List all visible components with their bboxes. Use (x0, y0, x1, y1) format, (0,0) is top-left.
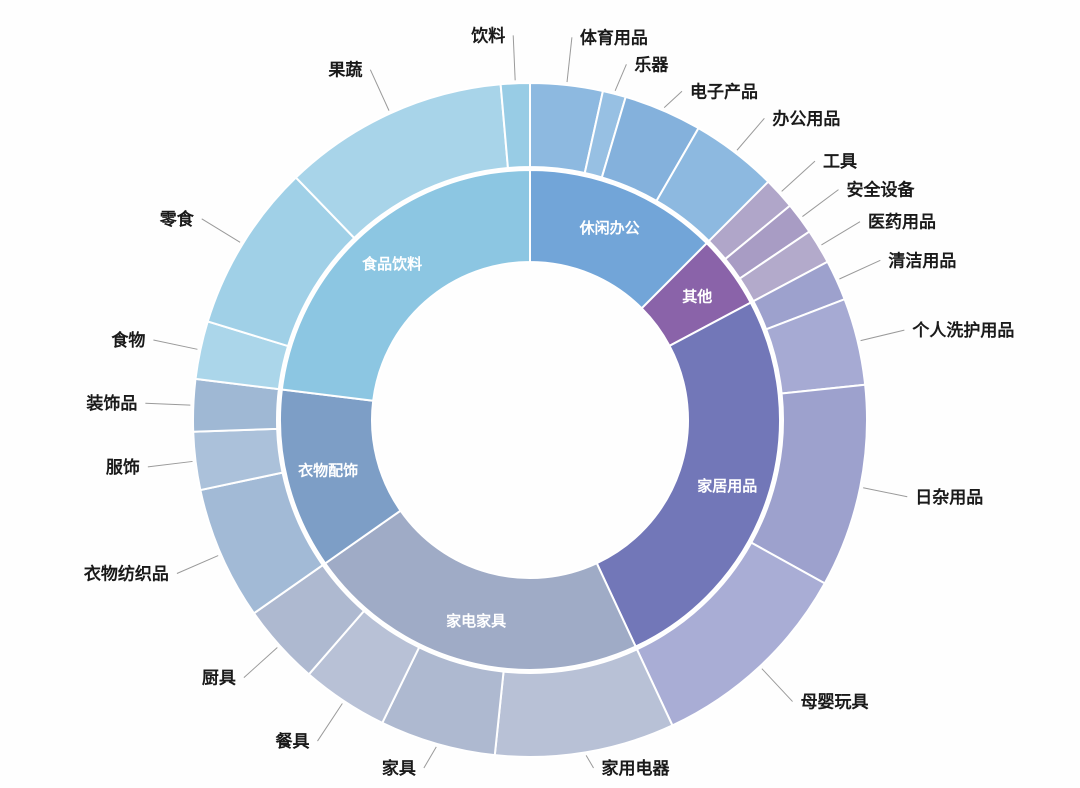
outer-label-服饰: 服饰 (106, 457, 140, 477)
outer-segment-饮料 (499, 81, 531, 170)
leader-line-餐具 (317, 703, 343, 742)
leader-line-装饰品 (145, 402, 191, 406)
outer-label-零食: 零食 (159, 209, 195, 229)
outer-label-食物: 食物 (111, 330, 145, 350)
leader-line-食物 (153, 339, 198, 350)
outer-label-饮料: 饮料 (470, 25, 505, 45)
inner-label-衣物配饰: 衣物配饰 (298, 461, 358, 479)
leader-line-家用电器 (585, 755, 594, 769)
leader-line-工具 (781, 160, 816, 192)
inner-segment-家居用品 (595, 301, 781, 648)
leader-line-家具 (423, 746, 437, 769)
leader-line-办公用品 (736, 117, 765, 151)
inner-label-家居用品: 家居用品 (697, 477, 757, 495)
inner-segment-家电家具 (323, 509, 637, 671)
leader-line-果蔬 (369, 69, 390, 111)
leader-lines (145, 35, 908, 769)
outer-label-衣物纺织品: 衣物纺织品 (84, 564, 169, 584)
leader-line-清洁用品 (839, 259, 881, 280)
outer-label-电子产品: 电子产品 (690, 81, 758, 101)
outer-label-医药用品: 医药用品 (868, 212, 936, 232)
inner-label-休闲办公: 休闲办公 (579, 219, 640, 237)
outer-label-餐具: 餐具 (276, 731, 310, 751)
outer-label-果蔬: 果蔬 (328, 61, 362, 80)
leader-line-乐器 (614, 64, 627, 92)
leader-line-饮料 (512, 35, 516, 81)
leader-line-衣物纺织品 (176, 555, 219, 574)
leader-line-电子产品 (663, 90, 683, 108)
leader-line-医药用品 (821, 221, 861, 246)
chart-segments (192, 81, 868, 758)
leader-line-个人洗护用品 (860, 329, 905, 342)
leader-line-体育用品 (566, 37, 573, 83)
outer-label-厨具: 厨具 (202, 669, 236, 688)
leader-line-厨具 (243, 647, 278, 678)
inner-label-其他: 其他 (682, 287, 712, 305)
inner-label-家电家具: 家电家具 (446, 612, 506, 630)
outer-label-家用电器: 家用电器 (602, 758, 671, 778)
outer-label-个人洗护用品: 个人洗护用品 (911, 320, 1014, 340)
outer-label-乐器: 乐器 (634, 55, 669, 74)
leader-line-服饰 (147, 460, 193, 468)
leader-line-零食 (201, 218, 241, 243)
outer-label-母婴玩具: 母婴玩具 (801, 693, 869, 712)
outer-label-办公用品: 办公用品 (772, 108, 840, 128)
leader-line-母婴玩具 (761, 668, 793, 702)
outer-label-家具: 家具 (382, 758, 416, 778)
inner-segment-食品饮料 (280, 168, 531, 402)
outer-label-清洁用品: 清洁用品 (888, 250, 956, 270)
leader-line-日杂用品 (863, 487, 908, 498)
inner-label-食品饮料: 食品饮料 (362, 255, 422, 273)
outer-label-工具: 工具 (823, 152, 857, 171)
outer-label-装饰品: 装饰品 (85, 393, 137, 413)
leader-line-安全设备 (802, 189, 839, 217)
outer-label-安全设备: 安全设备 (846, 180, 915, 200)
outer-label-体育用品: 体育用品 (580, 27, 648, 47)
outer-label-日杂用品: 日杂用品 (915, 487, 983, 507)
